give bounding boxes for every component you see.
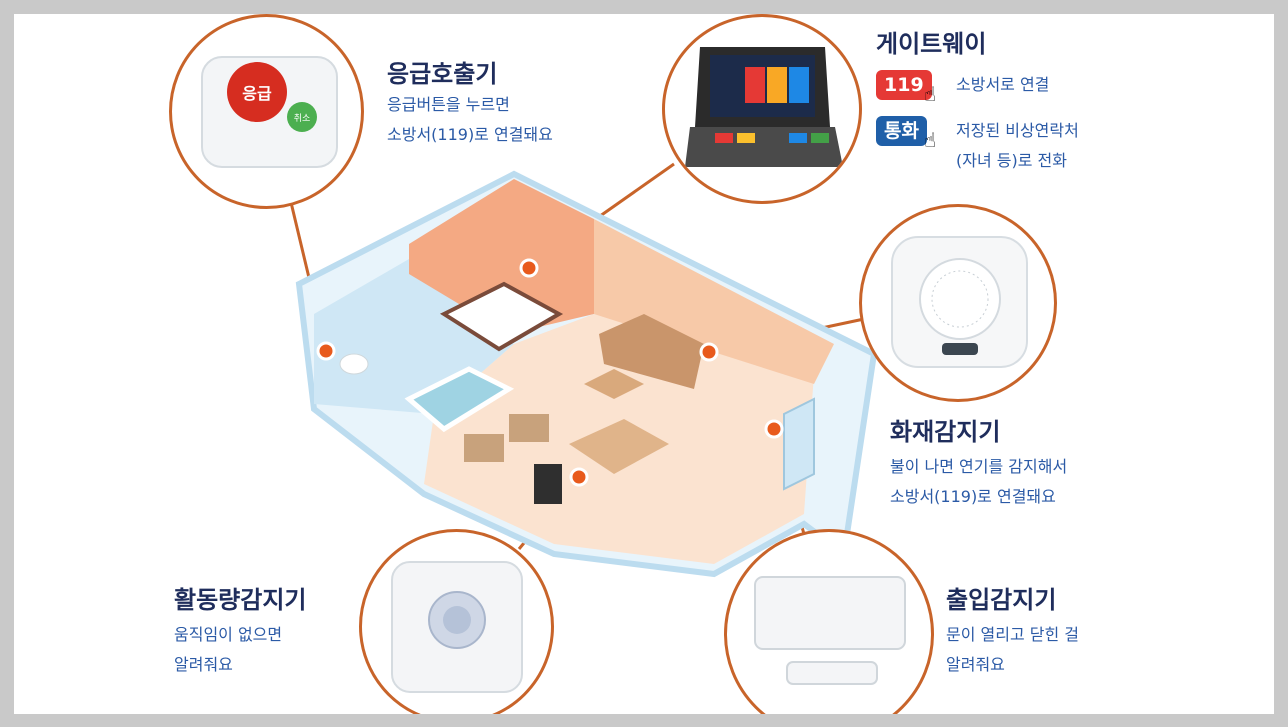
fire-title: 화재감지기 — [890, 418, 1001, 446]
emergency-desc-line-2: 소방서(119)로 연결돼요 — [387, 125, 553, 144]
door-desc-line-2: 알려줘요 — [946, 655, 1005, 674]
door-title: 출입감지기 — [946, 586, 1057, 614]
dot-emergency — [316, 341, 336, 361]
house-illustration — [287, 162, 878, 578]
dot-gateway — [519, 258, 539, 278]
activity-desc-line-2: 알려줘요 — [174, 655, 233, 674]
gateway-device-circle — [662, 14, 862, 204]
hand-pointer-icon: ☝ — [924, 82, 937, 106]
door-sensor-icon — [754, 576, 906, 685]
emergency-title: 응급호출기 — [387, 60, 498, 88]
fire-desc-line-2: 소방서(119)로 연결돼요 — [890, 487, 1056, 506]
gateway-device-icon — [685, 47, 843, 167]
gateway-row2-text-line-2: (자녀 등)로 전화 — [956, 151, 1067, 170]
badge-call: 통화 — [876, 116, 927, 146]
activity-sensor-circle — [359, 529, 554, 714]
gateway-row2-text-line-1: 저장된 비상연락처 — [956, 121, 1079, 140]
emergency-main-button-label: 응급 — [242, 84, 272, 103]
door-desc-line-1: 문이 열리고 닫힌 걸 — [946, 625, 1080, 644]
gateway-row1-text: 소방서로 연결 — [956, 75, 1050, 94]
emergency-desc-line-1: 응급버튼을 누르면 — [387, 95, 510, 114]
dot-activity — [569, 467, 589, 487]
emergency-button-icon: 응급 취소 — [201, 56, 338, 168]
emergency-cancel-button-label: 취소 — [294, 113, 311, 124]
activity-desc-line-1: 움직임이 없으면 — [174, 625, 283, 644]
fire-desc-line-1: 불이 나면 연기를 감지해서 — [890, 457, 1068, 476]
door-sensor-circle — [724, 529, 934, 714]
canvas: 응급 취소 — [14, 14, 1274, 714]
gateway-title: 게이트웨이 — [876, 30, 987, 58]
motion-sensor-icon — [391, 561, 523, 693]
fire-detector-circle — [859, 204, 1057, 402]
dot-door — [764, 419, 784, 439]
dot-fire — [699, 342, 719, 362]
activity-title: 활동량감지기 — [174, 586, 307, 614]
hand-pointer-icon: ☝ — [924, 128, 937, 152]
smoke-detector-icon — [891, 236, 1028, 368]
badge-119: 119 — [876, 70, 932, 100]
emergency-device-circle: 응급 취소 — [169, 14, 364, 209]
